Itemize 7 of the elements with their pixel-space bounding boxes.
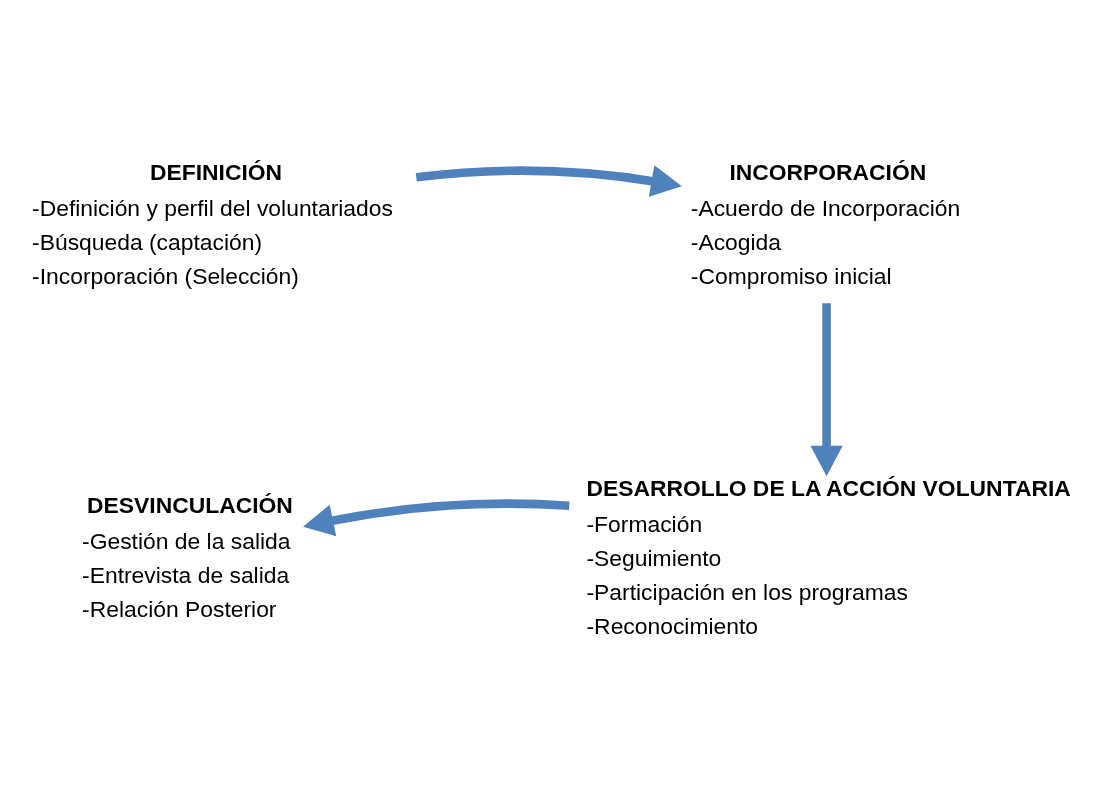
arrow (302, 499, 570, 537)
node-text: DESVINCULACIÓN -Gestión de la salida -Entrevista de salida -Relación Posterior (82, 491, 293, 623)
arrow (810, 303, 843, 477)
node-text: DEFINICIÓN -Definición y perfil del voluntariados -Búsqueda (captación) -Incorporación (Selección) (32, 159, 393, 290)
node-text: DESARROLLO DE LA ACCIÓN VOLUNTARIA -Formación -Seguimiento -Participación en los programas -Reconocimiento (586, 474, 1071, 640)
arrow (415, 165, 682, 197)
node-text: INCORPORACIÓN -Acuerdo de Incorporación -Acogida -Compromiso inicial (690, 159, 961, 290)
